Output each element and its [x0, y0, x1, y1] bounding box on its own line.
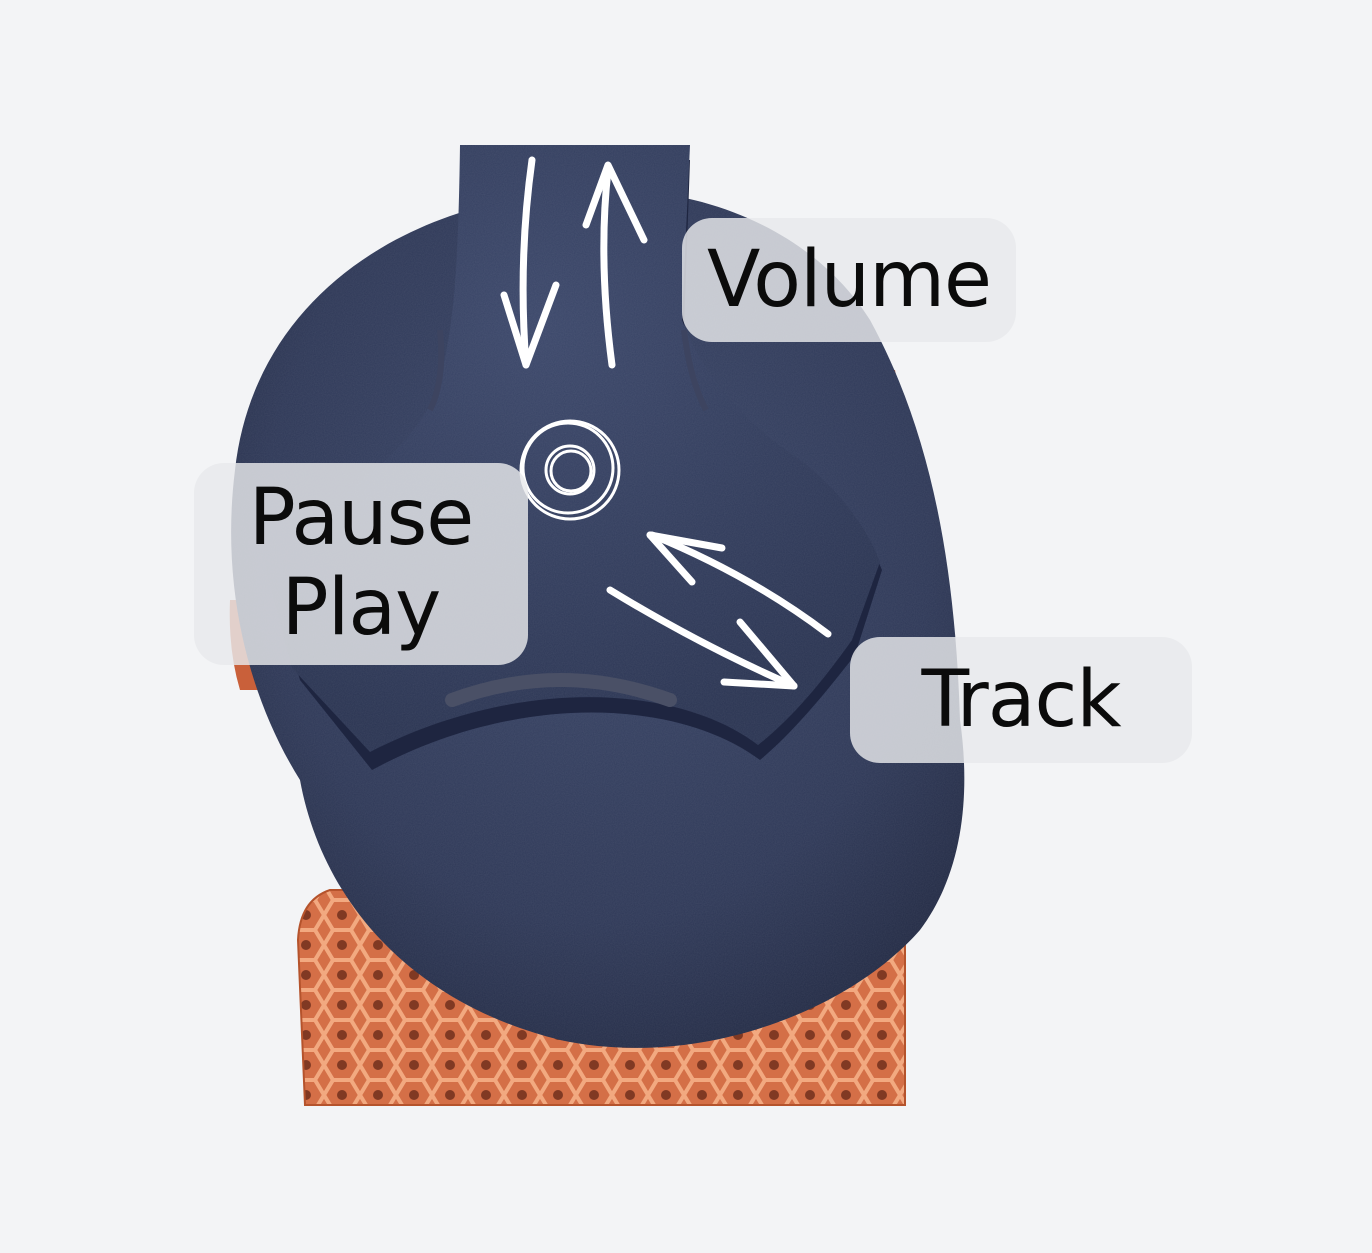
- track-label: Track: [850, 637, 1192, 763]
- pause-play-label: Pause Play: [194, 463, 528, 665]
- track-label-text: Track: [921, 655, 1121, 745]
- swipe-forward-back-arrows-icon: [606, 531, 832, 690]
- swipe-up-down-arrows-icon: [500, 156, 648, 369]
- volume-label-text: Volume: [706, 235, 992, 325]
- play-label-text: Play: [281, 563, 442, 653]
- volume-label: Volume: [682, 218, 1016, 342]
- pause-label-text: Pause: [248, 473, 474, 564]
- tap-circle-icon: [519, 419, 621, 521]
